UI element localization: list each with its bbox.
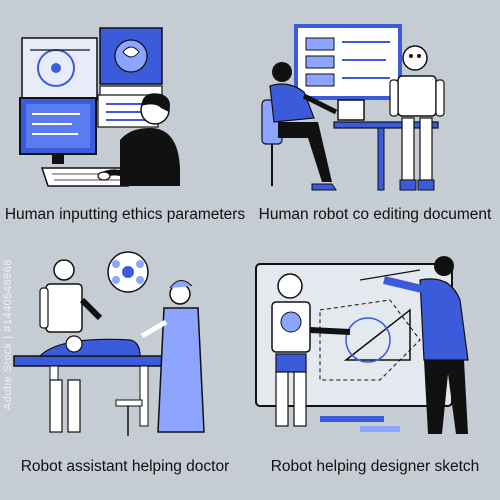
ethics-parameters-illustration [19,27,180,187]
caption-designer-sketch: Robot helping designer sketch [270,458,480,475]
panel-ethics-parameters: Human inputting ethics parameters [0,0,250,250]
designer-sketch-illustration [255,256,469,434]
co-editing-illustration [261,24,445,191]
caption-robot-doctor: Robot assistant helping doctor [20,458,230,475]
panel-designer-sketch: Robot helping designer sketch [250,250,500,500]
panel-co-editing: Human robot co editing document [250,0,500,250]
robot-doctor-illustration [13,251,205,436]
stock-watermark: Adobe Stock | #1440548968 [2,258,14,410]
panel-robot-doctor: Robot assistant helping doctor [0,250,250,500]
caption-co-editing: Human robot co editing document [258,206,492,223]
caption-ethics-parameters: Human inputting ethics parameters [4,206,246,223]
